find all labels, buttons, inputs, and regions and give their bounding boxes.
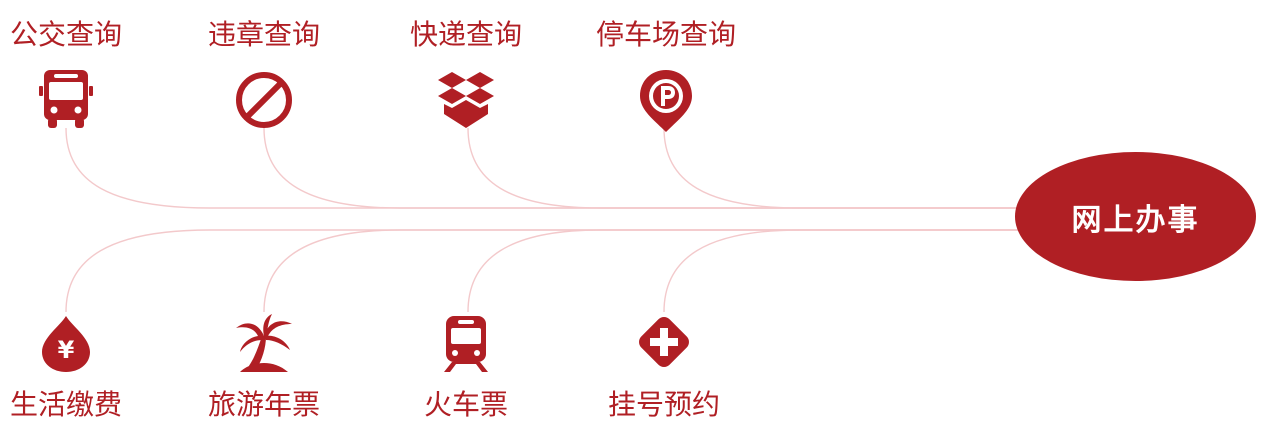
connector-line [65, 127, 1018, 209]
service-express-query[interactable]: 快递查询 [406, 18, 526, 132]
connector-line [663, 127, 1018, 209]
prohibited-icon [236, 72, 292, 128]
service-label: 停车场查询 [595, 18, 736, 51]
palm-tree-icon [236, 314, 292, 372]
service-tourism-annual-pass[interactable]: 旅游年票 [204, 314, 324, 422]
connector-line [663, 229, 1018, 313]
service-label: 火车票 [423, 388, 508, 421]
connector-line [263, 229, 1018, 313]
parking-pin-icon [640, 70, 692, 132]
service-label: 生活缴费 [9, 388, 122, 421]
service-bus-query[interactable]: 公交查询 [6, 18, 126, 132]
service-violation-query[interactable]: 违章查询 [204, 18, 324, 132]
bus-icon [39, 70, 93, 128]
medical-cross-icon [639, 317, 689, 367]
yen-drop-icon: ¥ [42, 316, 90, 372]
connector-line [65, 229, 1018, 313]
train-icon [444, 316, 488, 372]
connector-line [467, 127, 1018, 209]
service-train-ticket[interactable]: 火车票 [406, 314, 526, 422]
service-hospital-appointment[interactable]: 挂号预约 [604, 314, 724, 422]
online-services-hub-button[interactable]: 网上办事 [1015, 152, 1256, 281]
service-label: 公交查询 [9, 18, 122, 51]
connector-line [467, 229, 1018, 313]
service-utility-payment[interactable]: ¥ 生活缴费 [6, 314, 126, 422]
svg-text:¥: ¥ [58, 336, 75, 364]
service-parking-query[interactable]: 停车场查询 [586, 18, 746, 134]
service-label: 旅游年票 [207, 388, 320, 421]
hub-label: 网上办事 [1071, 202, 1200, 238]
open-box-icon [438, 72, 494, 128]
service-label: 快递查询 [409, 18, 522, 51]
service-label: 违章查询 [207, 18, 320, 51]
connector-line [263, 127, 1018, 209]
service-label: 挂号预约 [607, 388, 720, 421]
